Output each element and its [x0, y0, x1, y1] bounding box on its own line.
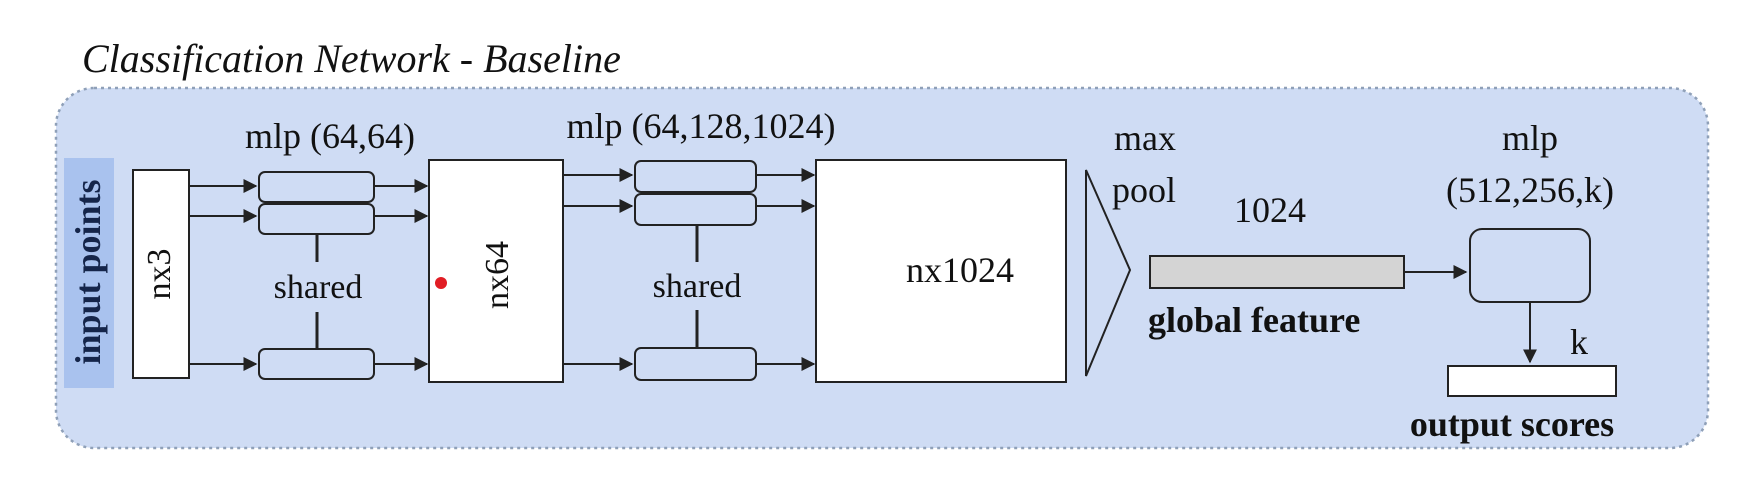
mlp2-shared-label: shared — [653, 268, 742, 305]
red-marker-dot — [435, 277, 447, 289]
mlp1-shared-label: shared — [274, 269, 363, 306]
feature-1024-label: nx1024 — [906, 250, 1014, 290]
global-feature-size: 1024 — [1234, 190, 1306, 230]
global-feature-label: global feature — [1148, 300, 1360, 340]
input-block-label: nx3 — [141, 249, 178, 300]
input-block — [132, 169, 190, 379]
mlp3-label-line1: mlp — [1502, 118, 1558, 158]
mlp1-unit-1 — [258, 171, 375, 203]
output-scores-label: output scores — [1410, 404, 1614, 444]
side-label-input-points: input points — [68, 179, 108, 364]
side-label-highlight — [64, 158, 114, 388]
feature-1024-block — [815, 159, 1067, 383]
mlp2-unit-2 — [634, 193, 757, 226]
maxpool-label-pool: pool — [1112, 170, 1176, 210]
mlp2-unit-3 — [634, 347, 757, 381]
mlp2-unit-1 — [634, 160, 757, 193]
mlp1-unit-2 — [258, 203, 375, 235]
global-feature-bar — [1149, 255, 1405, 289]
maxpool-shape — [1085, 169, 1132, 377]
feature-64-label: nx64 — [479, 241, 516, 309]
mlp1-label: mlp (64,64) — [245, 116, 415, 156]
mlp3-unit — [1469, 228, 1591, 303]
maxpool-label-max: max — [1114, 118, 1176, 158]
output-scores-bar — [1447, 365, 1617, 397]
mlp1-unit-3 — [258, 348, 375, 380]
diagram-title: Classification Network - Baseline — [82, 36, 621, 81]
mlp3-label-line2: (512,256,k) — [1446, 170, 1614, 210]
mlp2-label: mlp (64,128,1024) — [567, 106, 836, 146]
feature-64-block — [428, 159, 564, 383]
output-k-label: k — [1570, 322, 1588, 362]
